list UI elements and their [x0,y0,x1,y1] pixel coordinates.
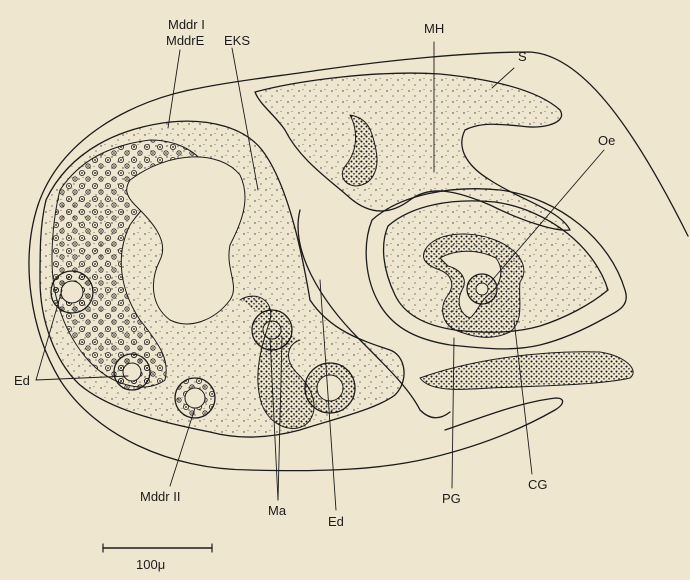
label-mddr-e: MddrE [166,34,204,47]
leader-pg [452,338,454,488]
label-ma: Ma [268,504,286,517]
duct-bottom-lumen [317,375,343,401]
label-cg: CG [528,478,548,491]
label-mddr-ii: Mddr II [140,490,180,503]
label-eks: EKS [224,34,250,47]
duct-lower-left-lumen [123,363,141,381]
duct-left-lumen [61,281,83,303]
oesophagus-lumen [476,283,488,295]
label-mh: MH [424,22,444,35]
label-mddr-i: Mddr I [168,18,205,31]
scale-bar-label: 100μ [136,558,165,571]
label-oe: Oe [598,134,615,147]
label-ed-bottom: Ed [328,515,344,528]
leader-mddr-i [168,50,180,128]
mantle-fold [255,73,570,230]
label-ed-left: Ed [14,374,30,387]
leader-cg [514,320,532,474]
posterior-extension [420,352,633,390]
label-s: S [518,50,527,63]
label-pg: PG [442,492,461,505]
duct-lower-mid-lumen [185,388,205,408]
